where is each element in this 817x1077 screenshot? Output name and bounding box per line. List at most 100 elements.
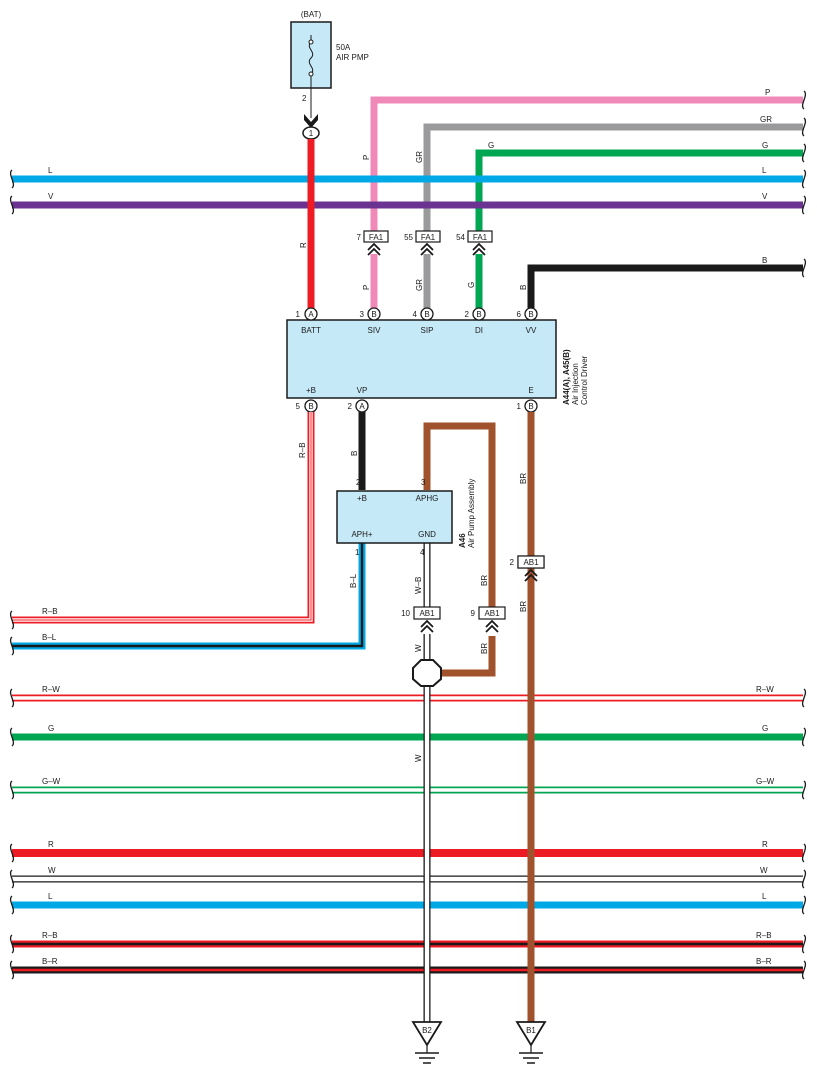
pin-conn: B [424, 310, 429, 319]
controller-top-pins: A 1 BATT B 3 SIV B 4 SIP B 2 DI [296, 307, 538, 335]
wire-gr-label: GR [760, 115, 772, 124]
l-right-label: L [762, 892, 767, 901]
junction-connector-label: 1 [309, 129, 314, 138]
r-right-label: R [762, 840, 768, 849]
fuse-block: (BAT) 50A AIR PMP 2 1 [290, 10, 369, 140]
g-right-label: G [762, 724, 768, 733]
fa1-connector: FA1 7 P [357, 230, 389, 290]
wire-break-mark [801, 90, 807, 110]
pin-num: 1 [296, 310, 301, 319]
wire-break-mark [9, 688, 15, 708]
wire-break-mark [801, 934, 807, 954]
pin-name: E [528, 386, 533, 395]
pin-conn: B [528, 310, 533, 319]
through-wire-l-right-label: L [762, 166, 767, 175]
ab1-name-overlay: AB1 [523, 558, 539, 567]
aphg-loop-lower-label: BR [480, 643, 489, 654]
fuse-arrow-icon [304, 114, 318, 128]
left-exit-rb-label: R–B [42, 607, 58, 616]
fuse-rating: 50A [336, 43, 351, 52]
wire-g-label-left: G [488, 141, 494, 150]
wire-break-mark [9, 869, 15, 889]
ab1-name: AB1 [484, 609, 500, 618]
wb-vertical-label: W–B [414, 577, 423, 594]
wire-break-mark [801, 895, 807, 915]
w-left-label: W [48, 866, 56, 875]
pump-pin-num: 1 [355, 548, 360, 557]
aphg-lower-label: BR [480, 575, 489, 586]
ab1-connector: AB1 10 [401, 606, 441, 633]
wire-break-mark [9, 610, 15, 630]
wire-break-mark [9, 960, 15, 980]
wire-break-mark [9, 934, 15, 954]
pump-pin-name: APH+ [351, 530, 372, 539]
controller-name-line2: Control Driver [580, 355, 589, 405]
pump-pin-num: 4 [420, 548, 425, 557]
r-left-label: R [48, 840, 54, 849]
wire-break-mark [9, 636, 15, 656]
riser-gr-label: GR [415, 151, 424, 163]
fa1-name: FA1 [421, 233, 436, 242]
pin-name: SIV [368, 326, 382, 335]
br-left-label: B–R [42, 957, 58, 966]
pin-conn: B [308, 402, 313, 411]
pump-pin-name: GND [418, 530, 436, 539]
fa1-lower-label: GR [415, 279, 424, 291]
gw-left-label: G–W [42, 777, 61, 786]
ground-b2: B2 [411, 1021, 443, 1064]
gw-right-label: G–W [756, 777, 775, 786]
e-wire-upper-label: BR [519, 473, 528, 484]
pump-part-id: A46 [458, 533, 467, 548]
pin-num: 4 [413, 310, 418, 319]
ab1-pin: 2 [510, 558, 515, 567]
l-left-label: L [48, 892, 53, 901]
through-wire-v-right-label: V [762, 192, 768, 201]
pin-conn: A [359, 402, 365, 411]
fa1-lower-label: P [362, 285, 371, 290]
pin-e: B 1 E [517, 386, 538, 413]
pump-pin-num: 3 [421, 478, 426, 487]
pump-pin-name: APHG [416, 494, 439, 503]
fa1-connector: FA1 55 GR [404, 230, 441, 291]
pin-name: +B [306, 386, 316, 395]
batt-wire-label: R [299, 242, 308, 248]
splice-point [412, 659, 442, 687]
w-vertical-lower-label: W [414, 754, 423, 762]
pin-conn: B [476, 310, 481, 319]
pin-num: 3 [360, 310, 365, 319]
wire-break-mark [9, 727, 15, 747]
controller-bottom-pins: B 5 +B A 2 VP B 1 E [296, 386, 538, 413]
w-vertical-upper-label: W [414, 644, 423, 652]
fuse-pin: 2 [302, 94, 307, 103]
wire-break-mark [801, 117, 807, 137]
rb-right-label: R–B [756, 931, 772, 940]
pin-conn: A [308, 310, 314, 319]
air-injection-control-driver: A 1 BATT B 3 SIV B 4 SIP B 2 DI [286, 307, 589, 413]
through-wire-l-left-label: L [48, 166, 53, 175]
wire-break-mark [801, 780, 807, 800]
wire-b-vv [527, 264, 803, 309]
wire-break-mark [9, 780, 15, 800]
fa1-connectors: FA1 7 P FA1 55 GR FA1 54 G [357, 230, 493, 291]
through-wire-v-left-label: V [48, 192, 54, 201]
wire-p [370, 96, 803, 232]
g-left-label: G [48, 724, 54, 733]
wire-break-mark [801, 143, 807, 163]
w-right-label: W [760, 866, 768, 875]
wire-break-mark [801, 843, 807, 863]
controller-name-line1: Air Injection [571, 363, 580, 405]
vv-wire-label: B [519, 285, 528, 290]
pin-name: VV [526, 326, 537, 335]
wire-break-mark [9, 843, 15, 863]
pin-conn: B [371, 310, 376, 319]
pump-pin-num: 2 [356, 478, 361, 487]
wire-break-mark [801, 195, 807, 215]
pin-sip: B 4 SIP [413, 307, 434, 335]
fuse-name: AIR PMP [336, 53, 369, 62]
pump-pin-name: +B [357, 494, 367, 503]
pin-num: 1 [517, 402, 522, 411]
rw-right-label: R–W [756, 685, 774, 694]
br-right-label: B–R [756, 957, 772, 966]
pin-vp: A 2 VP [348, 386, 369, 413]
